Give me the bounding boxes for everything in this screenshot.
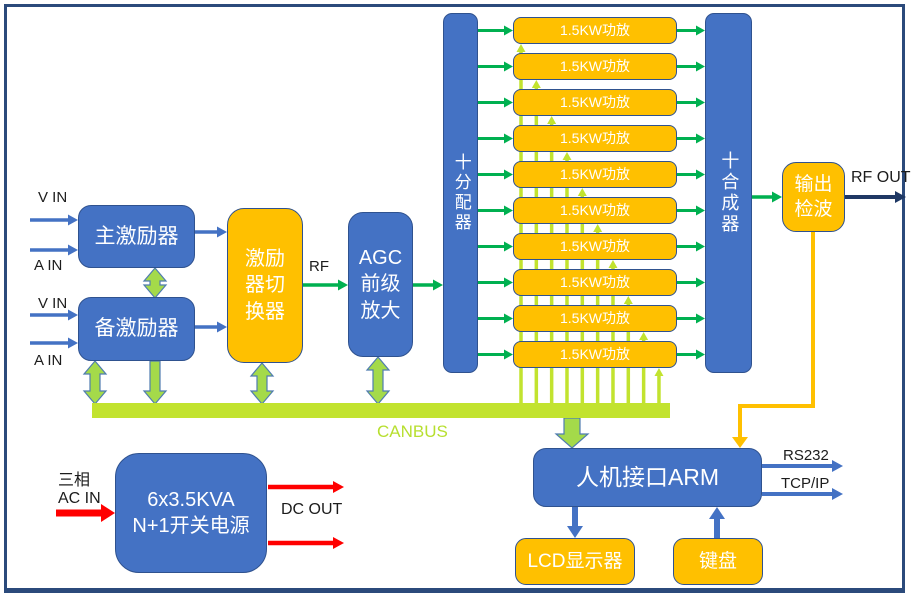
canbus-amp-arrowhead <box>577 188 587 196</box>
amplifier-box: 1.5KW功放 <box>513 341 677 368</box>
main-exciter-to-switcher-arrow <box>217 226 227 238</box>
output-detector-block: 输出 检波 <box>782 162 845 232</box>
power-supply-block: 6x3.5KVA N+1开关电源 <box>115 453 267 573</box>
canbus-amp-arrowhead <box>654 368 664 376</box>
amp-to-combiner-arrow <box>696 169 705 180</box>
exciter-switcher-block: 激励 器切 换器 <box>227 208 303 363</box>
canbus-to-arm-arrow <box>554 417 590 449</box>
amplifier-box: 1.5KW功放 <box>513 53 677 80</box>
v-in-label-main: V IN <box>38 189 68 206</box>
amplifier-box: 1.5KW功放 <box>513 233 677 260</box>
main-exciter-block: 主激励器 <box>78 205 195 268</box>
canbus-amp-arrowhead <box>623 296 633 304</box>
rf-label: RF <box>309 258 329 275</box>
a-in-arrow-main <box>68 244 78 256</box>
amp-to-combiner-arrow <box>696 25 705 36</box>
lcd-display-block: LCD显示器 <box>515 538 635 585</box>
canbus-amp-arrowhead <box>639 332 649 340</box>
a-in-label-main: A IN <box>34 257 63 274</box>
amplifier-box: 1.5KW功放 <box>513 17 677 44</box>
amp-to-combiner-arrow <box>696 277 705 288</box>
divider-to-amp-arrow <box>504 133 513 144</box>
amplifier-box: 1.5KW功放 <box>513 269 677 296</box>
keyboard-block: 键盘 <box>673 538 763 585</box>
amp-to-combiner-arrow <box>696 133 705 144</box>
arm-to-lcd-arrow <box>567 526 583 538</box>
canbus-bar <box>92 403 670 418</box>
canbus-amp-arrowhead <box>608 260 618 268</box>
canbus-label: CANBUS <box>377 422 448 441</box>
canbus-amp-arrowhead <box>547 116 557 124</box>
switcher-to-agc-arrow <box>338 279 348 291</box>
canbus-amp-arrowhead <box>562 152 572 160</box>
switcher-canbus-arrow <box>249 362 275 405</box>
keyboard-to-arm-arrow <box>709 507 725 519</box>
divider-block: 十分配器 <box>443 13 478 373</box>
divider-to-amp-arrow <box>504 313 513 324</box>
detector-to-arm-wire <box>738 232 815 439</box>
amp-to-combiner-arrow <box>696 349 705 360</box>
divider-to-amp-arrow <box>504 205 513 216</box>
dc-out-label: DC OUT <box>281 501 343 518</box>
main-backup-exciter-arrow <box>142 267 168 299</box>
v-in-label-backup: V IN <box>38 295 68 312</box>
rs232-arrow <box>832 460 843 472</box>
canbus-amp-arrowhead <box>593 224 603 232</box>
detector-to-arm-arrowhead <box>732 437 748 448</box>
dc-out-arrow-2 <box>333 537 344 549</box>
backup-exciter-block: 备激励器 <box>78 297 195 361</box>
divider-to-amp-arrow <box>504 277 513 288</box>
divider-to-amp-arrow <box>504 97 513 108</box>
rs232-label: RS232 <box>783 447 829 464</box>
ac-in-label: 三相 AC IN <box>58 472 101 508</box>
amplifier-box: 1.5KW功放 <box>513 197 677 224</box>
diagram-border <box>4 4 905 593</box>
agc-canbus-arrow <box>365 356 391 405</box>
amplifier-box: 1.5KW功放 <box>513 89 677 116</box>
divider-to-amp-arrow <box>504 25 513 36</box>
amplifier-box: 1.5KW功放 <box>513 161 677 188</box>
a-in-arrow-backup <box>68 337 78 349</box>
amp-to-combiner-arrow <box>696 313 705 324</box>
rf-out-arrow <box>895 191 906 203</box>
agc-preamp-block: AGC 前级 放大 <box>348 212 413 357</box>
agc-to-divider-arrow <box>433 279 443 291</box>
amp-to-combiner-arrow <box>696 241 705 252</box>
divider-to-amp-arrow <box>504 349 513 360</box>
rf-out-label: RF OUT <box>851 169 911 186</box>
backup-exciter-canbus-arrow <box>82 360 108 405</box>
divider-to-amp-arrow <box>504 241 513 252</box>
dc-out-arrow-1 <box>333 481 344 493</box>
canbus-amp-arrowhead <box>531 80 541 88</box>
v-in-arrow-backup <box>68 309 78 321</box>
divider-to-amp-arrow <box>504 169 513 180</box>
ac-in-arrow <box>101 504 115 522</box>
combiner-block: 十合成器 <box>705 13 752 373</box>
amplifier-box: 1.5KW功放 <box>513 125 677 152</box>
tcp-ip-label: TCP/IP <box>781 475 830 492</box>
arm-interface-block: 人机接口ARM <box>533 448 762 507</box>
canbus-amp-arrowhead <box>516 44 526 52</box>
amp-to-combiner-arrow <box>696 97 705 108</box>
tcp-ip-arrow <box>832 488 843 500</box>
backup-exciter-canbus-down-arrow <box>142 360 168 405</box>
combiner-to-detector-arrow <box>772 191 782 203</box>
amp-to-combiner-arrow <box>696 205 705 216</box>
divider-to-amp-arrow <box>504 61 513 72</box>
v-in-arrow-main <box>68 214 78 226</box>
amplifier-box: 1.5KW功放 <box>513 305 677 332</box>
backup-exciter-to-switcher-arrow <box>217 321 227 333</box>
amp-to-combiner-arrow <box>696 61 705 72</box>
a-in-label-backup: A IN <box>34 352 63 369</box>
